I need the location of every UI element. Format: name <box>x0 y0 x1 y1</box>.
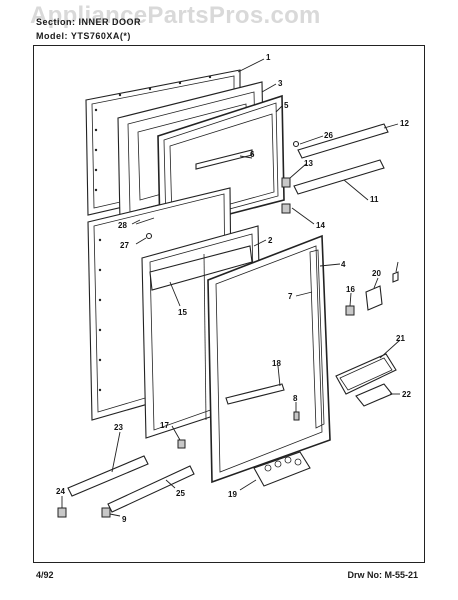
callout-17: 17 <box>160 421 169 430</box>
callout-20: 20 <box>372 269 381 278</box>
fresh-gasket <box>207 234 331 484</box>
part-20 <box>365 285 383 311</box>
compartment-21 <box>335 353 397 395</box>
callout-9: 9 <box>122 515 127 524</box>
part-10 <box>392 271 399 283</box>
trim-strip-12 <box>297 123 389 159</box>
trim-strip-18 <box>225 383 285 405</box>
callout-1: 1 <box>266 53 271 62</box>
diagram-frame <box>33 45 425 563</box>
callout-19: 19 <box>228 490 237 499</box>
callout-11: 11 <box>370 195 379 204</box>
compartment-cover-22 <box>355 383 393 407</box>
end-cap-9 <box>101 507 111 518</box>
end-cap-14 <box>281 203 291 214</box>
leader-lines <box>61 58 401 517</box>
section-title: Section: INNER DOOR <box>36 17 142 27</box>
footer-drawing-number: Drw No: M-55-21 <box>347 570 418 580</box>
footer-date: 4/92 <box>36 570 54 580</box>
callout-4: 4 <box>341 260 346 269</box>
callout-5: 5 <box>284 101 289 110</box>
callout-27: 27 <box>120 241 129 250</box>
screw-26 <box>292 140 300 148</box>
freezer-bar-6 <box>195 149 253 170</box>
model-title: Model: YTS760XA(*) <box>36 31 131 41</box>
callout-6: 6 <box>250 150 255 159</box>
callout-26: 26 <box>324 131 333 140</box>
callout-23: 23 <box>114 423 123 432</box>
screw-27 <box>145 232 153 240</box>
callout-18: 18 <box>272 359 281 368</box>
callout-2: 2 <box>268 236 273 245</box>
callout-24: 24 <box>56 487 65 496</box>
callout-25: 25 <box>176 489 185 498</box>
callout-22: 22 <box>402 390 411 399</box>
callout-15: 15 <box>178 308 187 317</box>
callout-16: 16 <box>346 285 355 294</box>
callout-8: 8 <box>293 394 298 403</box>
screw-28 <box>135 217 155 225</box>
trim-strip-23 <box>67 455 149 497</box>
end-cap-16 <box>345 305 355 316</box>
egg-tray-19 <box>253 451 311 487</box>
callout-7: 7 <box>288 292 293 301</box>
callout-14: 14 <box>316 221 325 230</box>
trim-strip-25 <box>107 465 195 513</box>
clip-8 <box>293 411 300 421</box>
freezer-breaker-strip <box>169 113 275 221</box>
callout-28: 28 <box>118 221 127 230</box>
trim-strip-11 <box>293 159 385 195</box>
end-cap-24 <box>57 507 67 518</box>
fresh-breaker-strip <box>309 249 325 429</box>
callout-13: 13 <box>304 159 313 168</box>
callout-3: 3 <box>278 79 283 88</box>
callout-12: 12 <box>400 119 409 128</box>
callout-21: 21 <box>396 334 405 343</box>
end-cap-17 <box>177 439 186 449</box>
watermark: AppliancePartsPros.com <box>30 2 321 29</box>
end-cap-13 <box>281 177 291 188</box>
